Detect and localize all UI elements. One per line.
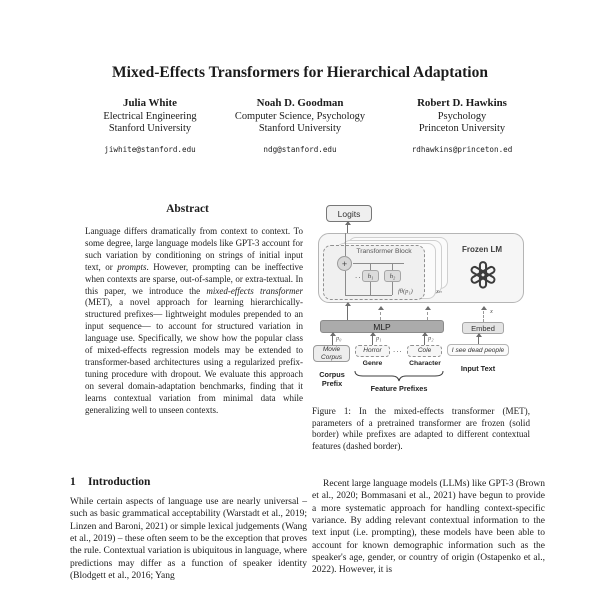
add-node: +: [337, 256, 352, 271]
author-block-2: Noah D. Goodman Computer Science, Psycho…: [222, 97, 378, 156]
mlp-box: MLP: [320, 320, 444, 333]
embedding-x-label: x: [490, 308, 493, 315]
section-title: Introduction: [88, 476, 151, 488]
arrow-embed-to-lm-dashed: [481, 306, 487, 322]
arrow-corpus-to-mlp: [330, 332, 336, 345]
connector-line: [392, 263, 393, 270]
ellipsis: ...: [355, 271, 365, 280]
arrow-input-to-embed: [476, 333, 482, 344]
cole-character-box: Cole: [407, 345, 442, 357]
section-number: 1: [70, 476, 76, 488]
prefix-function-label: fθ(p₁): [398, 288, 413, 295]
author-email: ndg@stanford.edu: [263, 144, 337, 154]
horror-genre-box: Horror: [355, 345, 390, 357]
column2-paragraph: Recent large language models (LLMs) like…: [312, 479, 545, 576]
paper-title: Mixed-Effects Transformers for Hierarchi…: [112, 64, 488, 81]
connector-line: [345, 233, 346, 256]
author-dept: Psychology: [437, 110, 487, 122]
author-name: Julia White: [123, 97, 177, 109]
author-dept: Electrical Engineering: [103, 110, 197, 122]
author-block-3: Robert D. Hawkins Psychology Princeton U…: [382, 97, 542, 156]
figure-1-caption: Figure 1: In the mixed-effects transform…: [312, 406, 530, 451]
introduction-paragraph: While certain aspects of language use ar…: [70, 497, 307, 582]
input-text-label: Input Text: [460, 364, 496, 373]
connector-line: [353, 263, 404, 264]
connector-line: [345, 271, 346, 295]
character-label: Character: [409, 360, 441, 367]
logits-box: Logits: [326, 205, 372, 222]
hidden-state-h2: h₂: [384, 270, 401, 282]
transformer-block-label: Transformer Block: [356, 248, 412, 255]
connector-line: [392, 282, 393, 295]
stack-label: xₙ: [436, 288, 442, 295]
genre-label: Genre: [362, 360, 383, 367]
p1-label: p₁: [376, 335, 382, 342]
embed-box: Embed: [462, 322, 504, 334]
section-heading-introduction: 1 Introduction: [70, 476, 305, 488]
feature-prefixes-label: Feature Prefixes: [370, 384, 428, 393]
author-name: Robert D. Hawkins: [417, 97, 507, 109]
author-univ: Stanford University: [258, 123, 342, 135]
feature-prefixes-brace: [354, 370, 444, 382]
arrow-prefix-to-lm-dashed: [425, 306, 431, 320]
ellipsis: ...: [393, 345, 403, 354]
arrow-prefix-to-lm: [345, 302, 351, 320]
abstract-heading: Abstract: [166, 203, 209, 215]
arrow-to-logits: [345, 221, 351, 233]
author-name: Noah D. Goodman: [256, 97, 344, 109]
author-dept: Computer Science, Psychology: [234, 110, 366, 122]
p2-label: p₂: [428, 335, 434, 342]
abstract-text: Language differs dramatically from conte…: [85, 226, 303, 415]
author-univ: Princeton University: [418, 123, 506, 135]
input-text-box: I see dead people: [447, 344, 509, 356]
figure-1-diagram: Logits xₙ Transformer Block + ... h₁ h₂ …: [312, 203, 530, 403]
connector-line: [370, 282, 371, 295]
author-block-1: Julia White Electrical Engineering Stanf…: [75, 97, 225, 156]
author-univ: Stanford University: [108, 123, 192, 135]
arrow-prefix-to-lm-dashed: [378, 306, 384, 320]
arrow-character-to-mlp: [422, 332, 428, 345]
corpus-prefix-label: Corpus Prefix: [319, 370, 345, 388]
movie-corpus-box: Movie Corpus: [313, 345, 350, 362]
connector-line: [370, 263, 371, 270]
connector-line: [345, 295, 392, 296]
p0-label: p₀: [336, 335, 342, 342]
frozen-lm-label: Frozen LM: [462, 245, 502, 254]
openai-logo-icon: [470, 261, 496, 289]
author-email: jiwhite@stanford.edu: [104, 144, 196, 154]
author-email: rdhawkins@princeton.ed: [411, 144, 513, 154]
arrow-genre-to-mlp: [370, 332, 376, 345]
hidden-state-h1: h₁: [362, 270, 379, 282]
